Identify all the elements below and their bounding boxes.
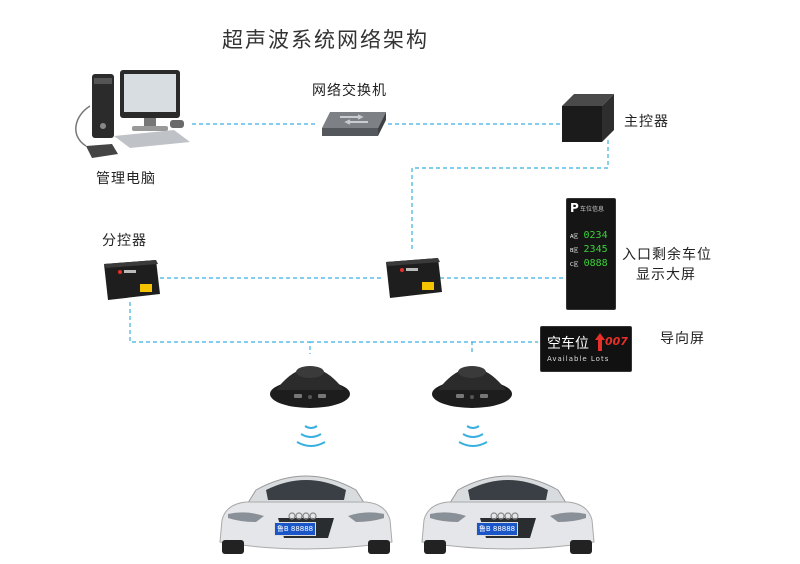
row-tag: C区 <box>570 262 579 268</box>
management-pc-icon <box>66 66 196 170</box>
guide-screen-label: 导向屏 <box>660 331 705 347</box>
main-controller-icon <box>560 92 616 148</box>
sub-controller-label: 分控器 <box>102 233 147 249</box>
row-value: 0234 <box>583 230 608 241</box>
guide-text-cn: 空车位 <box>547 336 589 352</box>
sub-controller-left-icon <box>100 254 162 306</box>
sub-controller-center-icon <box>382 252 444 304</box>
display-header: 车位信息 <box>580 206 605 213</box>
row-tag: B区 <box>570 248 579 254</box>
row-tag: A区 <box>570 234 579 240</box>
guide-screen: 空车位 007 Available Lots <box>540 326 632 372</box>
ultrasonic-sensor-left-icon <box>268 352 352 416</box>
entrance-display-board: P 车位信息 A区 0234 B区 2345 C区 0888 <box>566 198 616 310</box>
entrance-display-label-line1: 入口剩余车位 <box>622 247 712 263</box>
entrance-display-label-line2: 显示大屏 <box>636 267 696 283</box>
guide-text-en: Available Lots <box>547 355 610 363</box>
license-plate-left: 鲁B 88888 <box>274 522 316 536</box>
display-row: B区 2345 <box>570 237 608 256</box>
row-value: 2345 <box>583 244 608 255</box>
main-controller-label: 主控器 <box>624 114 669 130</box>
link-sub1-sensor1 <box>129 302 311 354</box>
link-main-sub2 <box>411 140 609 252</box>
car-left-icon <box>216 460 396 564</box>
diagram-title: 超声波系统网络架构 <box>222 28 429 52</box>
network-switch-icon <box>320 110 388 144</box>
sound-wave-left-icon <box>294 418 328 462</box>
sound-wave-right-icon <box>456 418 490 462</box>
guide-count: 007 <box>605 335 628 348</box>
display-row: A区 0234 <box>570 223 608 242</box>
up-arrow-icon <box>595 333 605 355</box>
ultrasonic-sensor-right-icon <box>430 352 514 416</box>
car-right-icon <box>418 460 598 564</box>
display-row: C区 0888 <box>570 251 608 270</box>
pc-label: 管理电脑 <box>96 171 156 187</box>
parking-logo: P <box>570 201 579 215</box>
row-value: 0888 <box>583 258 608 269</box>
license-plate-right: 鲁B 88888 <box>476 522 518 536</box>
switch-label: 网络交换机 <box>312 83 387 99</box>
